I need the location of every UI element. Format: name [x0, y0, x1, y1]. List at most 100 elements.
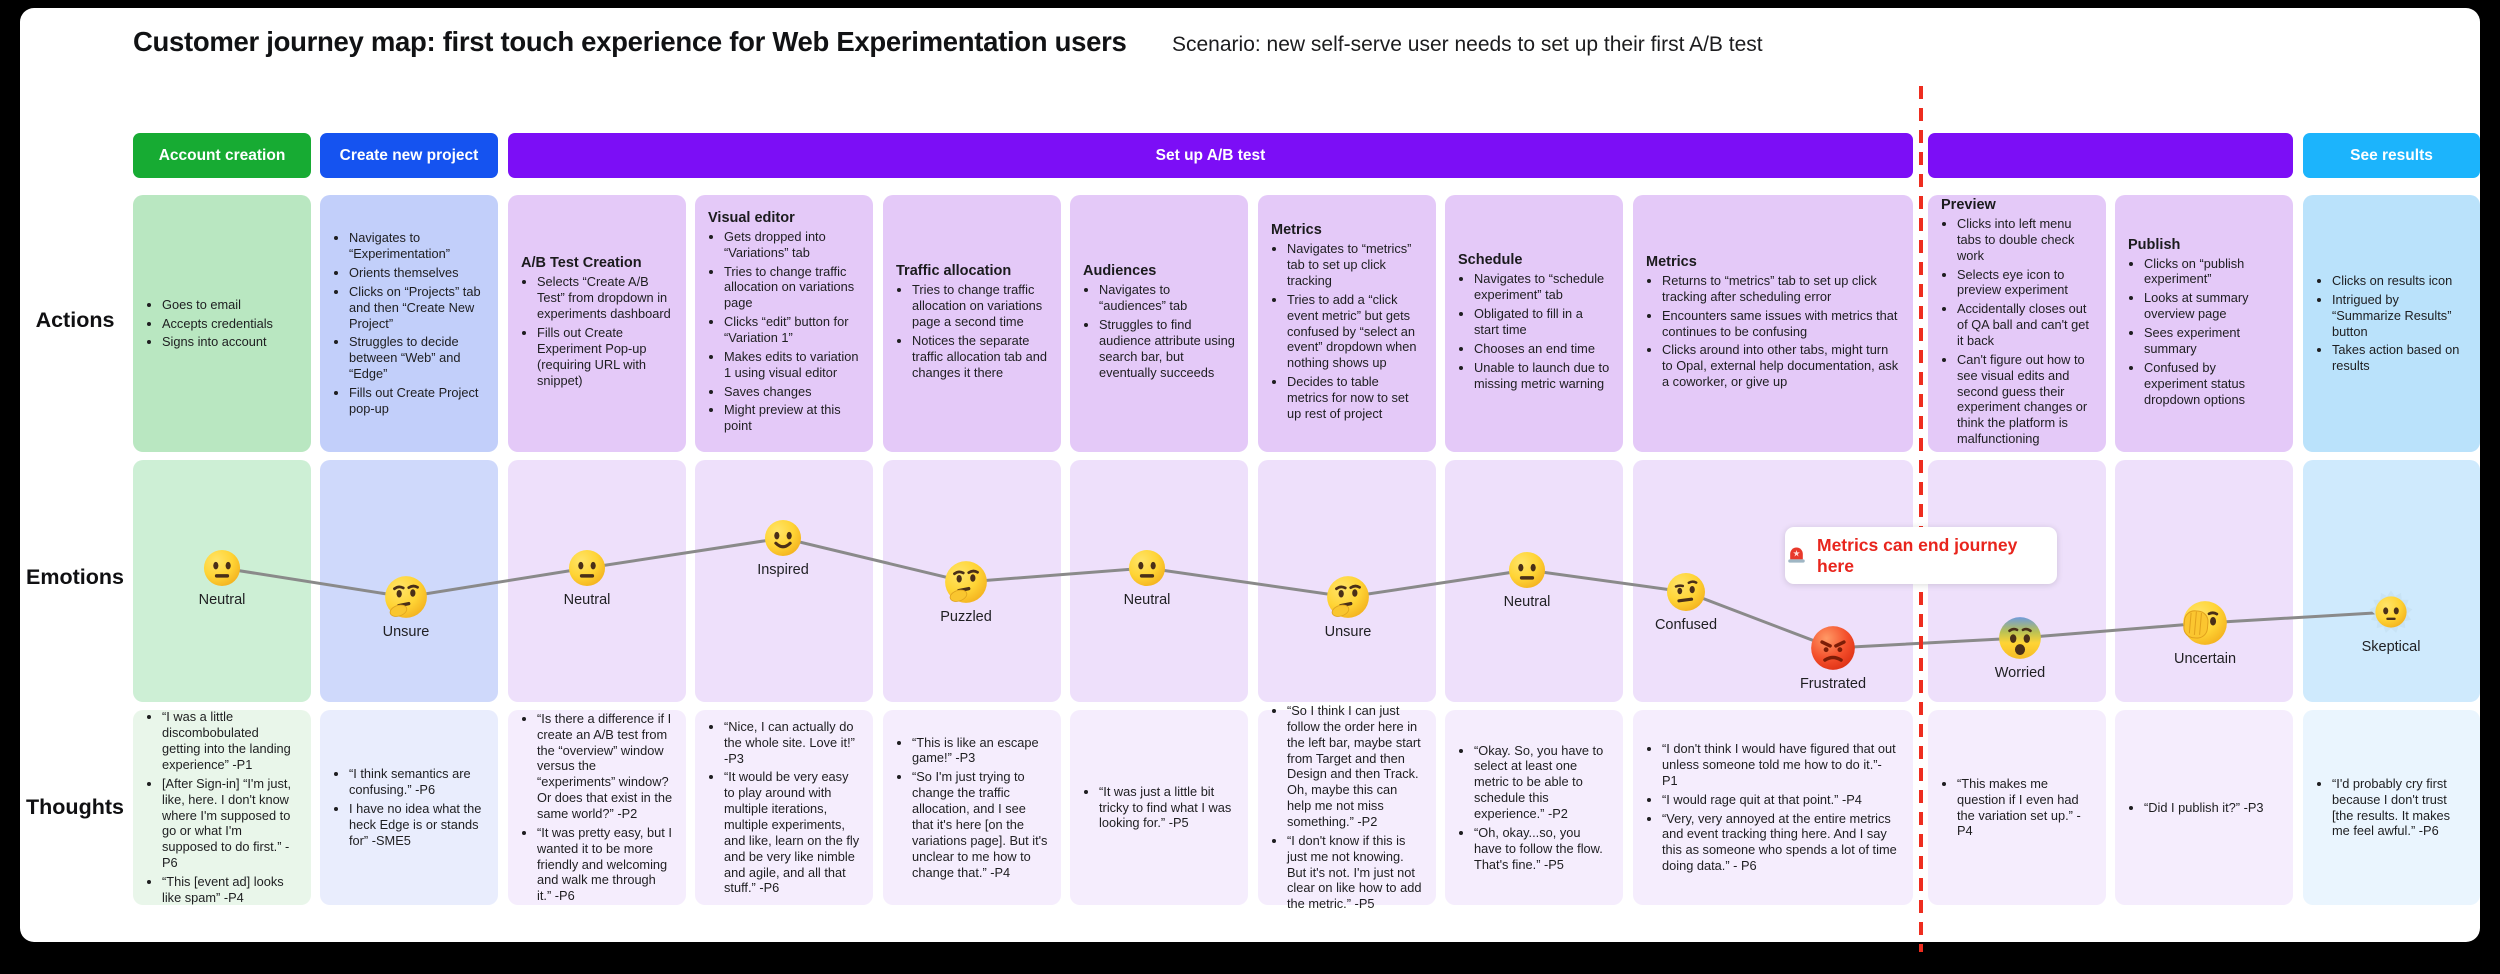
actions-bullet: Intrigued by “Summarize Results” button [2332, 292, 2467, 340]
thoughts-bullet: [After Sign-in] “I'm just, like, here. I… [162, 776, 298, 871]
actions-bullet-list: Returns to “metrics” tab to set up click… [1646, 273, 1900, 390]
thoughts-bullet: “Oh, okay...so, you have to follow the f… [1474, 825, 1610, 873]
actions-bullet-list: Clicks into left menu tabs to double che… [1941, 216, 2093, 447]
thoughts-bullet-list: “Okay. So, you have to select at least o… [1458, 743, 1610, 873]
emotion-label: Worried [1994, 665, 2046, 681]
actions-bullet: Accepts credentials [162, 316, 298, 332]
actions-bullet: Fills out Create Experiment Pop-up (requ… [537, 325, 673, 388]
actions-bullet: Struggles to decide between “Web” and “E… [349, 334, 485, 382]
emotion-label: Neutral [198, 592, 246, 608]
actions-bullet: Clicks around into other tabs, might tur… [1662, 342, 1900, 390]
emotion-label: Neutral [563, 592, 611, 608]
thoughts-bullet: “Is there a difference if I create an A/… [537, 711, 673, 822]
emotion-face-thinking-icon [1326, 575, 1370, 619]
actions-bullet: Clicks on results icon [2332, 273, 2467, 289]
thoughts-cell-metrics-first: “So I think I can just follow the order … [1258, 703, 1436, 911]
actions-bullet: Clicks on “publish experiment” [2144, 256, 2280, 288]
thoughts-bullet-list: “Did I publish it?” -P3 [2128, 800, 2280, 816]
emotion-label: Puzzled [940, 609, 992, 625]
emotion-face-neutral-icon [568, 549, 606, 587]
actions-bullet-list: Tries to change traffic allocation on va… [896, 282, 1048, 380]
thoughts-bullet: “This makes me question if I even had th… [1957, 776, 2093, 839]
thoughts-bullet-list: “I'd probably cry first because I don't … [2316, 776, 2467, 839]
card-title: A/B Test Creation [521, 255, 642, 272]
thoughts-bullet-list: “Nice, I can actually do the whole site.… [708, 719, 860, 896]
stage-bar-see-results: See results [2303, 133, 2480, 178]
actions-bullet: Sees experiment summary [2144, 325, 2280, 357]
actions-bullet-list: Clicks on “publish experiment”Looks at s… [2128, 256, 2280, 408]
thoughts-bullet: “This [event ad] looks like spam” -P4 [162, 874, 298, 906]
actions-cell-ab-test-creation: A/B Test CreationSelects “Create A/B Tes… [508, 195, 686, 452]
card-title: Metrics [1646, 253, 1697, 270]
emotion-label: Uncertain [2173, 651, 2237, 667]
emotion-face-peek-icon [2182, 600, 2228, 646]
thoughts-cell-preview: “This makes me question if I even had th… [1928, 710, 2106, 905]
row-label-actions: Actions [35, 308, 115, 332]
emotion-label: Inspired [757, 562, 809, 578]
metrics-callout: Metrics can end journey here [1785, 527, 2057, 584]
journey-breakpoint-divider [1919, 86, 1923, 952]
card-title: Preview [1941, 196, 1996, 213]
emotion-face-neutral-icon [1128, 549, 1166, 587]
thoughts-bullet-list: “It was just a little bit tricky to find… [1083, 784, 1235, 832]
row-label-emotions: Emotions [26, 565, 124, 589]
actions-bullet: Encounters same issues with metrics that… [1662, 308, 1900, 340]
stage-bar-label: Account creation [158, 146, 286, 164]
actions-cell-visual-editor: Visual editorGets dropped into “Variatio… [695, 195, 873, 452]
actions-bullet: Takes action based on results [2332, 342, 2467, 374]
actions-cell-metrics-first: MetricsNavigates to “metrics” tab to set… [1258, 195, 1436, 452]
emotion-face-thinking-icon [384, 575, 428, 619]
card-title: Publish [2128, 236, 2181, 253]
actions-bullet: Navigates to “Experimentation” [349, 230, 485, 262]
card-title: Metrics [1271, 222, 1322, 239]
actions-bullet: Clicks into left menu tabs to double che… [1957, 216, 2093, 264]
thoughts-bullet: “So I'm just trying to change the traffi… [912, 769, 1048, 880]
actions-cell-create-new-project: Navigates to “Experimentation”Orients th… [320, 195, 498, 452]
actions-bullet: Navigates to “schedule experiment” tab [1474, 271, 1610, 303]
actions-bullet: Obligated to fill in a start time [1474, 306, 1610, 338]
thoughts-cell-metrics-second: “I don't think I would have figured that… [1633, 710, 1913, 905]
actions-cell-metrics-second: MetricsReturns to “metrics” tab to set u… [1633, 195, 1913, 452]
emotions-cell-see-results [2303, 460, 2480, 702]
emotion-face-raised-brow-icon [1666, 572, 1706, 612]
thoughts-bullet: “I was a little discombobulated getting … [162, 709, 298, 772]
actions-bullet: Chooses an end time [1474, 341, 1610, 357]
actions-bullet: Confused by experiment status dropdown o… [2144, 360, 2280, 408]
emotion-label: Skeptical [2361, 639, 2421, 655]
actions-bullet-list: Selects “Create A/B Test” from dropdown … [521, 274, 673, 388]
actions-bullet: Selects “Create A/B Test” from dropdown … [537, 274, 673, 322]
thoughts-bullet-list: “I don't think I would have figured that… [1646, 741, 1900, 874]
thoughts-bullet: “It would be very easy to play around wi… [724, 769, 860, 896]
actions-cell-audiences: AudiencesNavigates to “audiences” tabStr… [1070, 195, 1248, 452]
card-title: Visual editor [708, 209, 795, 226]
actions-bullet: Unable to launch due to missing metric w… [1474, 360, 1610, 392]
actions-bullet: Tries to change traffic allocation on va… [724, 264, 860, 312]
actions-bullet: Decides to table metrics for now to set … [1287, 374, 1423, 422]
actions-bullet: Gets dropped into “Variations” tab [724, 229, 860, 261]
thoughts-cell-see-results: “I'd probably cry first because I don't … [2303, 710, 2480, 905]
thoughts-bullet: “I don't think I would have figured that… [1662, 741, 1900, 789]
actions-bullet: Tries to change traffic allocation on va… [912, 282, 1048, 330]
thoughts-cell-publish: “Did I publish it?” -P3 [2115, 710, 2293, 905]
thoughts-cell-schedule: “Okay. So, you have to select at least o… [1445, 710, 1623, 905]
stage-bar-create-new-project: Create new project [320, 133, 498, 178]
actions-bullet-list: Navigates to “schedule experiment” tabOb… [1458, 271, 1610, 391]
thoughts-cell-account-creation: “I was a little discombobulated getting … [133, 709, 311, 906]
emotion-face-angry-icon [1810, 625, 1856, 671]
emotions-cell-visual-editor [695, 460, 873, 702]
emotion-face-thinking-icon [944, 560, 988, 604]
emotion-label: Neutral [1503, 594, 1551, 610]
thoughts-bullet-list: “This makes me question if I even had th… [1941, 776, 2093, 839]
actions-bullet: Fills out Create Project pop-up [349, 385, 485, 417]
thoughts-bullet: “Nice, I can actually do the whole site.… [724, 719, 860, 767]
stage-bar-set-up-ab-test-continued [1928, 133, 2293, 178]
thoughts-bullet-list: “This is like an escape game!” -P3“So I'… [896, 735, 1048, 881]
actions-bullet-list: Navigates to “metrics” tab to set up cli… [1271, 241, 1423, 421]
page-subtitle: Scenario: new self-serve user needs to s… [1172, 33, 1763, 56]
thoughts-bullet: “It was just a little bit tricky to find… [1099, 784, 1235, 832]
thoughts-bullet: “It was pretty easy, but I wanted it to … [537, 825, 673, 904]
actions-bullet-list: Gets dropped into “Variations” tabTries … [708, 229, 860, 434]
actions-bullet-list: Goes to emailAccepts credentialsSigns in… [146, 297, 298, 351]
actions-cell-publish: PublishClicks on “publish experiment”Loo… [2115, 195, 2293, 452]
thoughts-cell-ab-test-creation: “Is there a difference if I create an A/… [508, 710, 686, 905]
